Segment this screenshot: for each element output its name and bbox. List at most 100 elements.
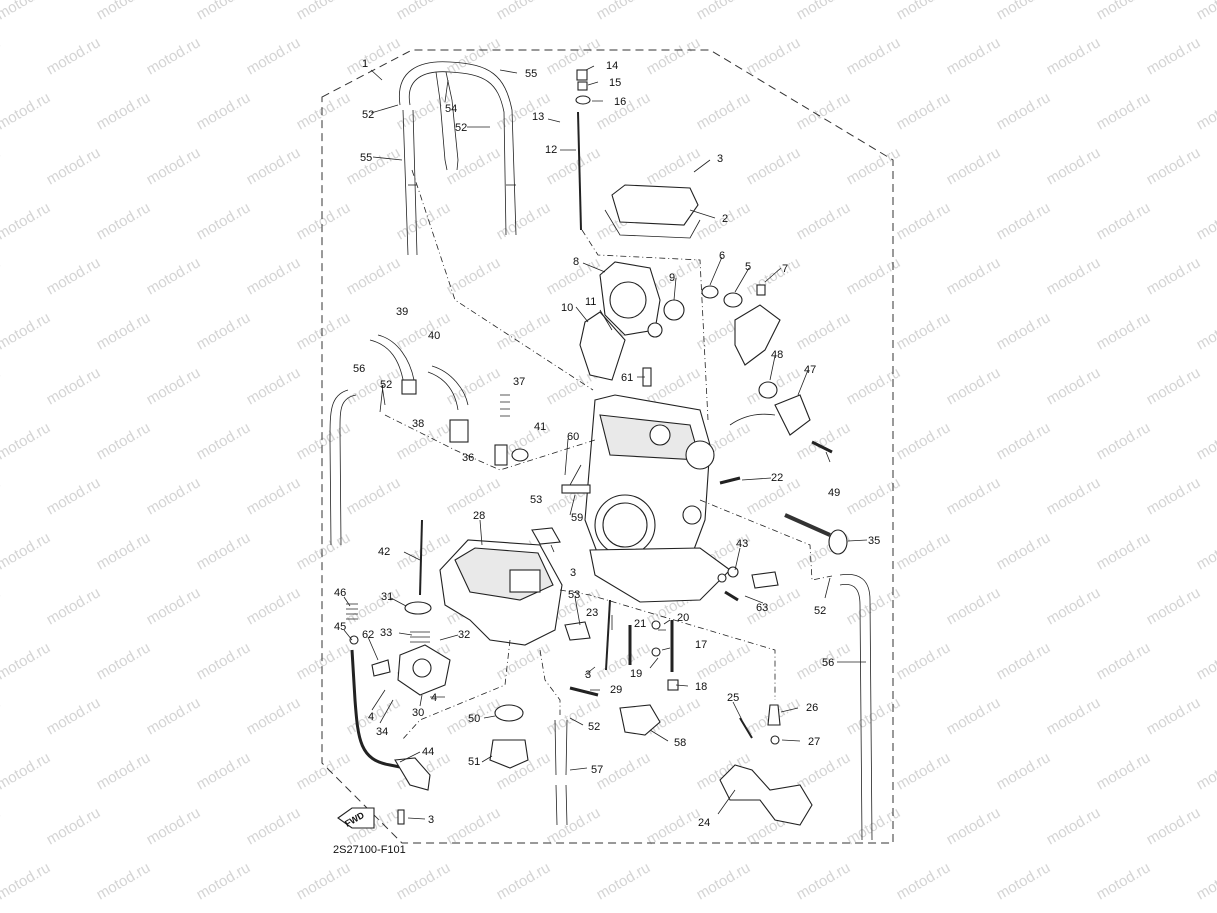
callout-number: 55 bbox=[525, 68, 537, 80]
callout-number: 62 bbox=[362, 629, 374, 641]
watermark-text: motod.ru bbox=[0, 34, 3, 78]
watermark-text: motod.ru bbox=[1044, 364, 1104, 408]
watermark-text: motod.ru bbox=[0, 584, 3, 628]
callout-number: 50 bbox=[468, 713, 480, 725]
watermark-text: motod.ru bbox=[94, 859, 154, 903]
watermark-text: motod.ru bbox=[1144, 804, 1204, 848]
watermark-text: motod.ru bbox=[794, 859, 854, 903]
callout-number: 38 bbox=[412, 418, 424, 430]
watermark-text: motod.ru bbox=[944, 34, 1004, 78]
callout-number: 32 bbox=[458, 629, 470, 641]
watermark-text: motod.ru bbox=[1144, 584, 1204, 628]
callout-number: 58 bbox=[674, 737, 686, 749]
watermark-text: motod.ru bbox=[544, 804, 604, 848]
watermark-text: motod.ru bbox=[494, 859, 554, 903]
watermark-text: motod.ru bbox=[694, 0, 754, 23]
callout-number: 46 bbox=[334, 587, 346, 599]
callout-number: 25 bbox=[727, 692, 739, 704]
watermark-text: motod.ru bbox=[144, 804, 204, 848]
watermark-text: motod.ru bbox=[44, 474, 104, 518]
watermark-text: motod.ru bbox=[244, 584, 304, 628]
callout-number: 11 bbox=[585, 296, 596, 308]
watermark-text: motod.ru bbox=[1144, 474, 1204, 518]
watermark-text: motod.ru bbox=[194, 309, 254, 353]
watermark-text: motod.ru bbox=[894, 749, 954, 793]
watermark-text: motod.ru bbox=[844, 694, 904, 738]
watermark-text: motod.ru bbox=[1044, 694, 1104, 738]
watermark-text: motod.ru bbox=[0, 199, 53, 243]
watermark-text: motod.ru bbox=[144, 474, 204, 518]
callout-number: 1 bbox=[362, 58, 368, 70]
watermark-text: motod.ru bbox=[244, 34, 304, 78]
watermark-text: motod.ru bbox=[1194, 199, 1217, 243]
watermark-text: motod.ru bbox=[894, 309, 954, 353]
watermark-text: motod.ru bbox=[44, 144, 104, 188]
callout-number: 61 bbox=[621, 372, 633, 384]
watermark-text: motod.ru bbox=[944, 804, 1004, 848]
watermark-text: motod.ru bbox=[94, 199, 154, 243]
watermark-text: motod.ru bbox=[244, 474, 304, 518]
watermark-text: motod.ru bbox=[1194, 89, 1217, 133]
watermark-text: motod.ru bbox=[944, 474, 1004, 518]
watermark-text: motod.ru bbox=[194, 639, 254, 683]
watermark-text: motod.ru bbox=[44, 694, 104, 738]
watermark-text: motod.ru bbox=[344, 144, 404, 188]
watermark-text: motod.ru bbox=[744, 34, 804, 78]
watermark-text: motod.ru bbox=[294, 199, 354, 243]
watermark-text: motod.ru bbox=[844, 144, 904, 188]
watermark-text: motod.ru bbox=[794, 0, 854, 23]
watermark-text: motod.ru bbox=[244, 144, 304, 188]
callout-number: 30 bbox=[412, 707, 424, 719]
watermark-text: motod.ru bbox=[444, 364, 504, 408]
callout-number: 35 bbox=[868, 535, 880, 547]
callout-number: 14 bbox=[606, 60, 618, 72]
watermark-text: motod.ru bbox=[44, 34, 104, 78]
callout-number: 15 bbox=[609, 77, 621, 89]
watermark-text: motod.ru bbox=[194, 529, 254, 573]
watermark-text: motod.ru bbox=[794, 89, 854, 133]
watermark-text: motod.ru bbox=[194, 859, 254, 903]
watermark-text: motod.ru bbox=[94, 639, 154, 683]
watermark-text: motod.ru bbox=[294, 529, 354, 573]
callout-number: 23 bbox=[586, 607, 598, 619]
callout-number: 52 bbox=[455, 122, 467, 134]
assembly-boundary bbox=[321, 49, 894, 844]
watermark-text: motod.ru bbox=[0, 639, 53, 683]
callout-number: 37 bbox=[513, 376, 525, 388]
callout-number: 13 bbox=[532, 111, 544, 123]
watermark-text: motod.ru bbox=[694, 89, 754, 133]
callout-number: 4 bbox=[431, 692, 437, 704]
callout-number: 12 bbox=[545, 144, 557, 156]
watermark-text: motod.ru bbox=[0, 529, 53, 573]
watermark-text: motod.ru bbox=[1194, 749, 1217, 793]
watermark-text: motod.ru bbox=[494, 89, 554, 133]
callout-number: 17 bbox=[695, 639, 707, 651]
callout-number: 3 bbox=[428, 814, 434, 826]
watermark-text: motod.ru bbox=[794, 749, 854, 793]
callout-number: 21 bbox=[634, 618, 646, 630]
watermark-text: motod.ru bbox=[44, 364, 104, 408]
callout-number: 3 bbox=[585, 669, 591, 681]
callout-number: 52 bbox=[588, 721, 600, 733]
watermark-text: motod.ru bbox=[794, 199, 854, 243]
watermark-text: motod.ru bbox=[344, 254, 404, 298]
callout-number: 52 bbox=[814, 605, 826, 617]
watermark-text: motod.ru bbox=[494, 309, 554, 353]
watermark-text: motod.ru bbox=[0, 309, 53, 353]
watermark-text: motod.ru bbox=[944, 584, 1004, 628]
watermark-text: motod.ru bbox=[994, 309, 1054, 353]
watermark-text: motod.ru bbox=[194, 199, 254, 243]
watermark-text: motod.ru bbox=[294, 859, 354, 903]
watermark-text: motod.ru bbox=[1044, 804, 1104, 848]
watermark-text: motod.ru bbox=[894, 0, 954, 23]
callout-number: 51 bbox=[468, 756, 480, 768]
callout-number: 52 bbox=[380, 379, 392, 391]
watermark-text: motod.ru bbox=[1094, 309, 1154, 353]
watermark-text: motod.ru bbox=[894, 89, 954, 133]
watermark-text: motod.ru bbox=[994, 0, 1054, 23]
watermark-text: motod.ru bbox=[894, 199, 954, 243]
watermark-text: motod.ru bbox=[1144, 144, 1204, 188]
watermark-text: motod.ru bbox=[0, 0, 53, 23]
watermark-text: motod.ru bbox=[644, 34, 704, 78]
